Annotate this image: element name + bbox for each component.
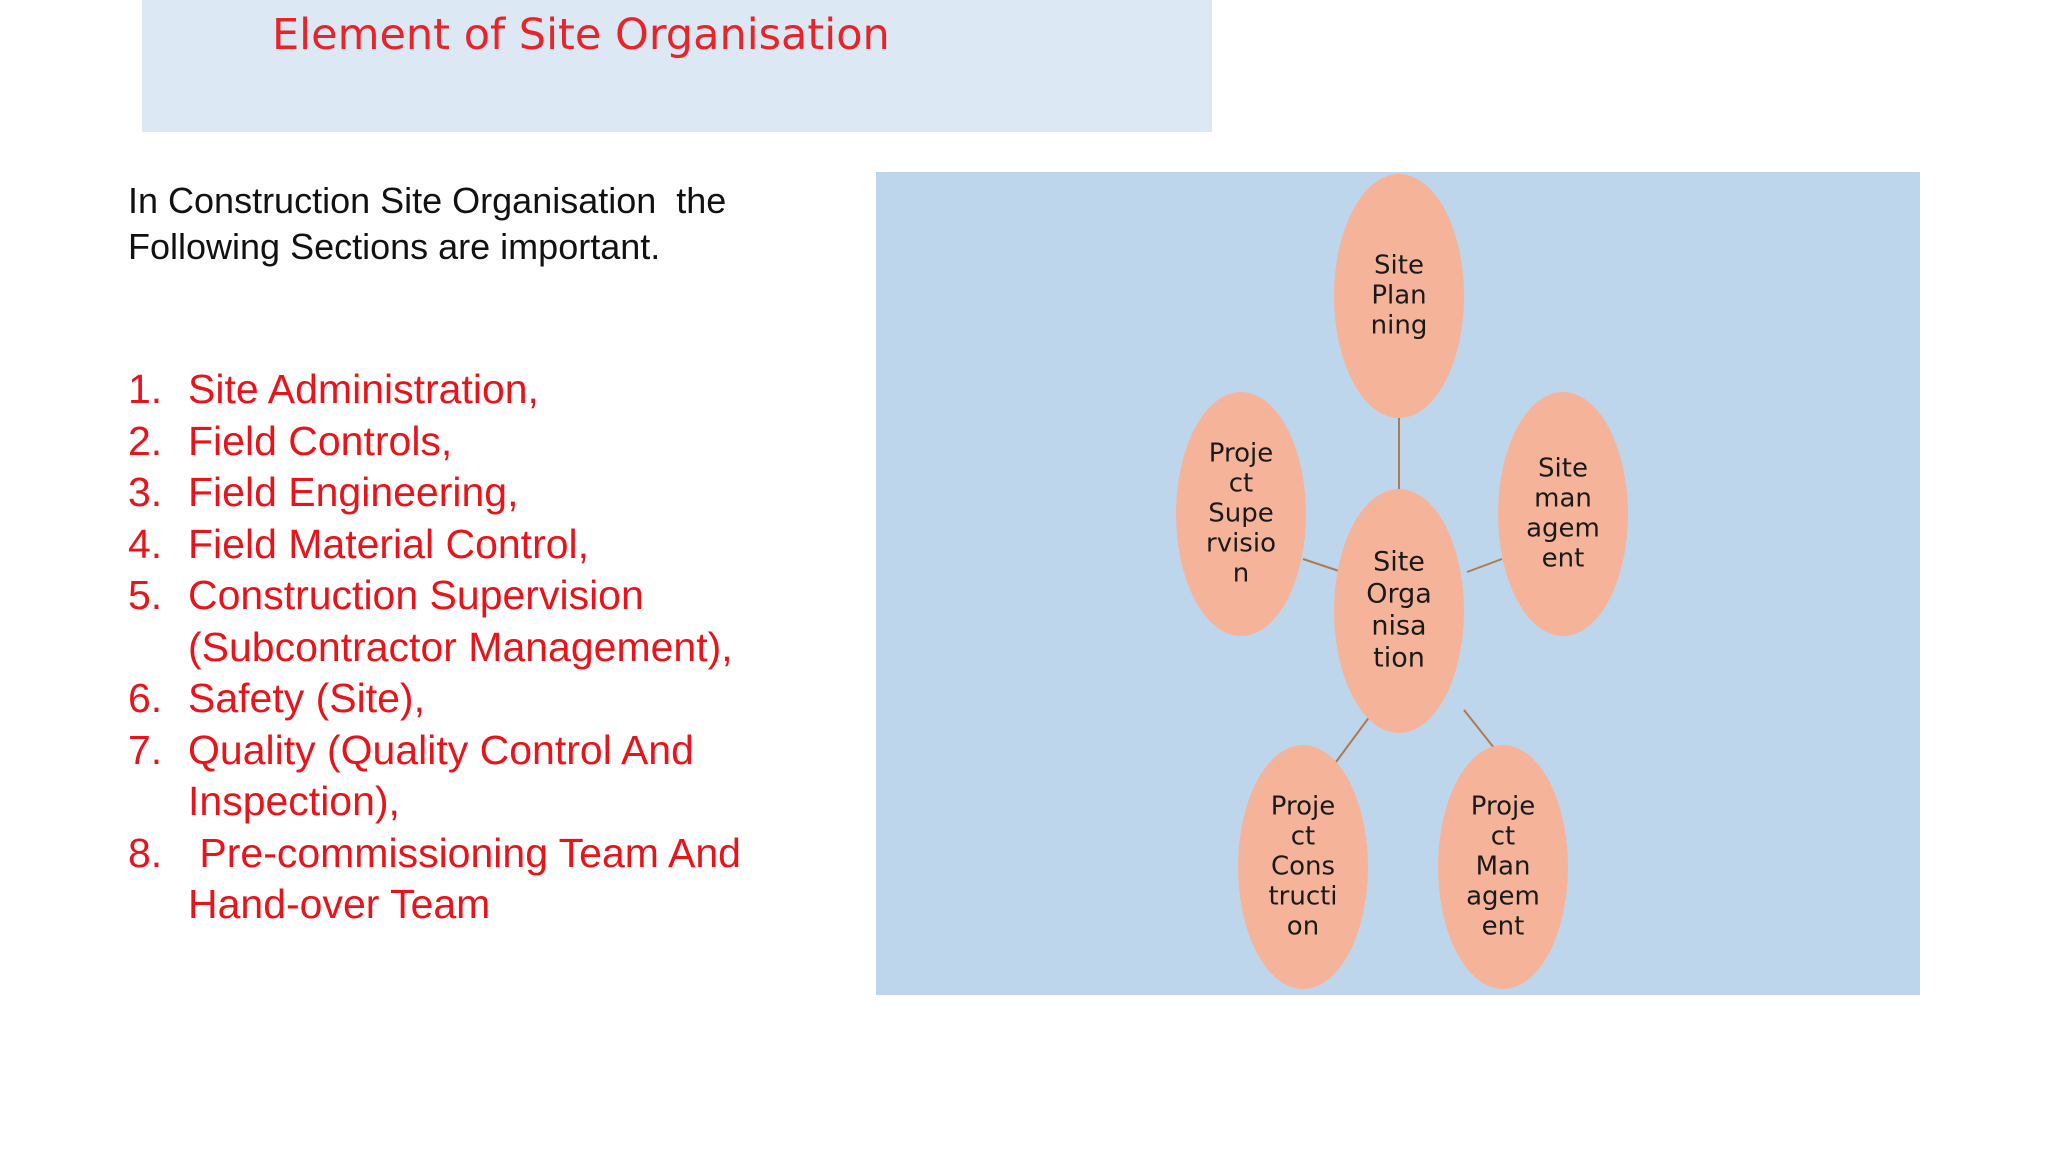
node-label-line: agem <box>1466 882 1540 912</box>
section-number: 2. <box>128 417 163 464</box>
node-label-line: n <box>1233 559 1249 589</box>
section-text: Inspection), <box>188 778 400 824</box>
node-label-line: Supe <box>1208 499 1273 529</box>
node-label-line: ent <box>1482 912 1525 942</box>
node-label-line: ct <box>1291 822 1316 852</box>
node-label-line: man <box>1534 484 1592 514</box>
node-label-line: tructi <box>1268 882 1337 912</box>
section-item: 3. Field Engineering, <box>128 467 828 519</box>
site-organisation-diagram: SiteOrganisationSitePlanningSitemanageme… <box>1176 174 1628 989</box>
section-item: 4. Field Material Control, <box>128 519 828 571</box>
section-number: 5. <box>128 572 163 618</box>
connector-line <box>1466 558 1503 573</box>
node-label-line: Proje <box>1209 439 1273 469</box>
section-item: 2. Field Controls, <box>128 416 828 468</box>
section-text: Field Engineering, <box>188 469 519 515</box>
node-label-line: Cons <box>1271 852 1335 882</box>
node-label-line: on <box>1287 912 1319 942</box>
node-label-line: ning <box>1371 311 1428 341</box>
node-label-line: ent <box>1542 544 1585 574</box>
node-label-line: nisa <box>1371 611 1426 642</box>
connector-line <box>1335 711 1374 763</box>
node-ellipse <box>1176 392 1306 636</box>
node-label-line: rvisio <box>1206 529 1276 559</box>
node-label-line: Site <box>1373 547 1425 578</box>
node-label-line: Orga <box>1366 579 1432 610</box>
node-ellipse <box>1238 745 1368 989</box>
node-ellipse <box>1334 489 1464 733</box>
section-text: Hand-over Team <box>188 881 491 927</box>
node-ellipse <box>1498 392 1628 636</box>
section-item: 1. Site Administration, <box>128 364 828 416</box>
node-label-line: Proje <box>1271 792 1335 822</box>
section-text: Field Material Control, <box>188 520 590 567</box>
section-item: 6. Safety (Site), <box>128 673 828 725</box>
node-label-line: Plan <box>1371 281 1426 311</box>
section-text: Construction Supervision <box>188 572 644 618</box>
section-number: 6. <box>128 675 163 721</box>
section-text: (Subcontractor Management), <box>188 623 733 670</box>
slide-title: Element of Site Organisation <box>272 10 890 60</box>
intro-text: In Construction Site Organisation the Fo… <box>128 178 818 270</box>
title-banner: Element of Site Organisation <box>142 0 1212 132</box>
section-text: Pre-commissioning Team And <box>188 829 741 876</box>
section-number: 1. <box>128 366 163 412</box>
section-text: Field Controls, <box>188 417 453 464</box>
node-ellipse <box>1438 745 1568 989</box>
section-text: Quality (Quality Control And <box>188 726 694 773</box>
section-text: Site Administration, <box>188 366 539 412</box>
section-number: 3. <box>128 469 163 515</box>
node-label-line: agem <box>1526 514 1600 544</box>
node-ellipse <box>1334 174 1464 418</box>
node-label-line: Proje <box>1471 792 1535 822</box>
section-item: 5. Construction Supervision (Subcontractor… <box>128 570 828 673</box>
node-label-line: ct <box>1491 822 1516 852</box>
section-text: Safety (Site), <box>188 675 425 721</box>
node-label-line: ct <box>1229 469 1254 499</box>
section-number: 7. <box>128 726 163 773</box>
section-number: 8. <box>128 829 163 876</box>
node-label-line: Site <box>1374 251 1424 281</box>
sections-list: 1.Site Administration,2.Field Controls,3… <box>128 364 828 931</box>
intro-line: Following Sections are important. <box>128 226 661 267</box>
node-label-line: Man <box>1476 852 1531 882</box>
section-number: 4. <box>128 520 163 567</box>
node-label-line: Site <box>1538 454 1588 484</box>
connector-line <box>1302 558 1343 573</box>
node-label-line: tion <box>1373 643 1425 674</box>
intro-line: In Construction Site Organisation the <box>128 180 727 221</box>
